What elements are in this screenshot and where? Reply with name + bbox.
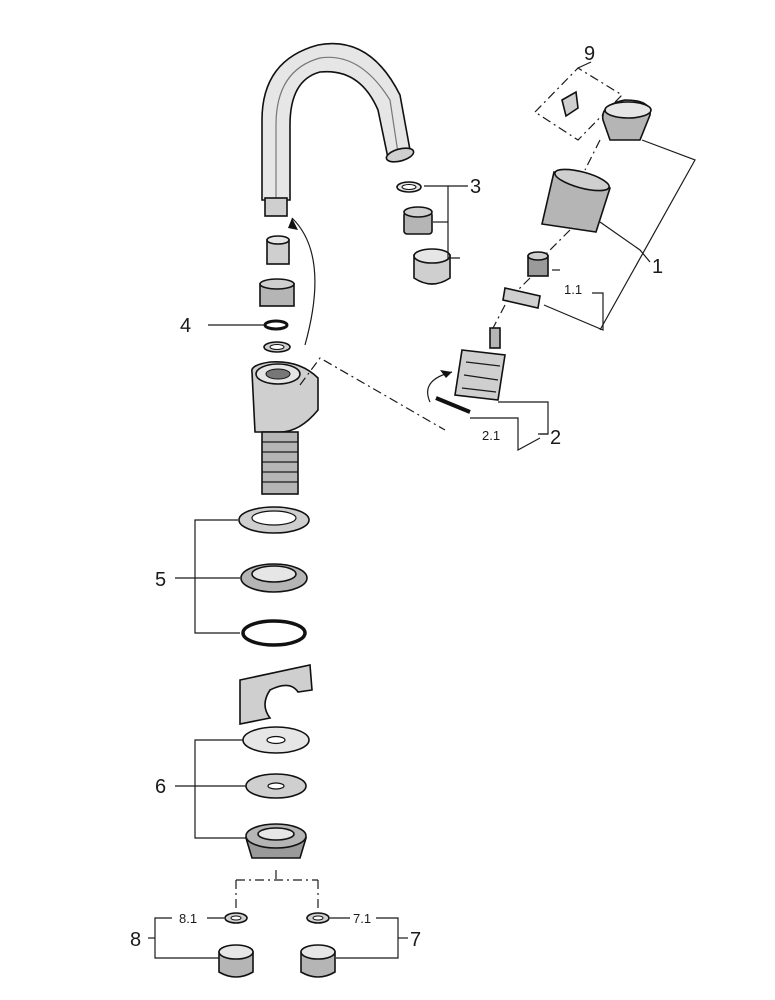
callout-2: 2 — [550, 427, 561, 449]
callout-5: 5 — [155, 569, 166, 591]
callout-6: 6 — [155, 776, 166, 798]
connection-parts-8 — [218, 912, 254, 978]
tap-body — [251, 361, 319, 495]
handle-cap-9 — [534, 67, 652, 141]
spout — [261, 42, 415, 217]
callout-2-1: 2.1 — [482, 428, 500, 443]
aerator-parts — [396, 181, 451, 285]
callout-1: 1 — [652, 256, 663, 278]
callout-9: 9 — [584, 43, 595, 65]
callout-1-1: 1.1 — [564, 282, 582, 297]
callout-7-1: 7.1 — [353, 911, 371, 926]
cartridge — [435, 327, 506, 414]
callout-8: 8 — [130, 929, 141, 951]
mounting-parts-5 — [238, 506, 310, 647]
handle-spindle-1-1 — [502, 251, 549, 309]
callout-3: 3 — [470, 176, 481, 198]
handle — [541, 168, 612, 233]
spout-connector-parts — [259, 235, 295, 353]
callout-4: 4 — [180, 315, 191, 337]
connection-parts-7 — [300, 912, 336, 978]
mounting-parts-6 — [242, 726, 310, 859]
callout-7: 7 — [410, 929, 421, 951]
callout-8-1: 8.1 — [179, 911, 197, 926]
u-plate — [239, 664, 313, 725]
